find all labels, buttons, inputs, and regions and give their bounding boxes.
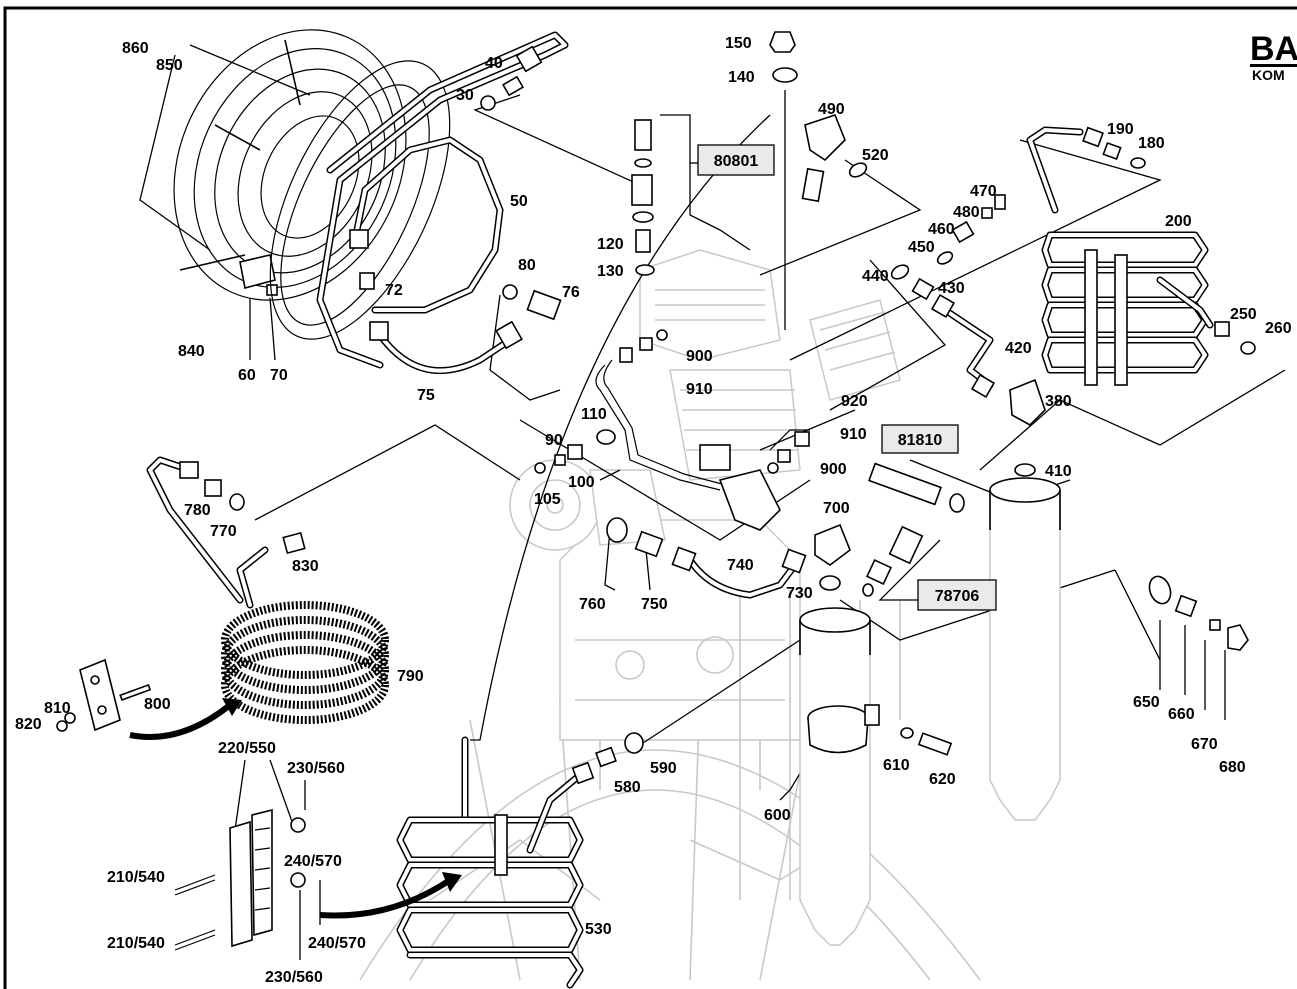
part-label: 790	[397, 668, 424, 685]
reference-boxes: 80801 81810 78706	[697, 144, 997, 611]
part-label: 910	[840, 426, 867, 443]
assembly-parts	[862, 462, 965, 597]
part-label: 600	[764, 807, 791, 824]
middle-pipes	[534, 329, 810, 531]
part-label: 200	[1165, 213, 1192, 230]
cooler-790	[56, 456, 389, 740]
part-label: 440	[862, 268, 889, 285]
ref-box-78706-label: 78706	[935, 588, 980, 605]
top-fittings	[631, 31, 868, 276]
part-label: 650	[1133, 694, 1160, 711]
part-label: 860	[122, 40, 149, 57]
part-label: 30	[456, 87, 474, 104]
part-label: 75	[417, 387, 435, 404]
part-label: 900	[820, 461, 847, 478]
part-label: 580	[614, 779, 641, 796]
part-label: 150	[725, 35, 752, 52]
brand-logo: BA KOM	[1250, 30, 1297, 83]
part-label: 410	[1045, 463, 1072, 480]
part-label: 240/570	[284, 853, 342, 870]
part-label: 90	[545, 432, 563, 449]
part-label: 180	[1138, 135, 1165, 152]
part-label: 820	[15, 716, 42, 733]
part-label: 910	[686, 381, 713, 398]
page-frame	[3, 6, 1297, 989]
part-label: 620	[929, 771, 956, 788]
part-label: 920	[841, 393, 868, 410]
ref-box-80801-label: 80801	[714, 153, 759, 170]
part-label: 210/540	[107, 935, 165, 952]
tube-420	[890, 194, 1046, 426]
right-small-parts	[1148, 575, 1249, 651]
part-label: 72	[385, 282, 403, 299]
filter-housings	[799, 463, 1061, 946]
part-label: 190	[1107, 121, 1134, 138]
part-label: 260	[1265, 320, 1292, 337]
part-label: 250	[1230, 306, 1257, 323]
part-label: 110	[581, 406, 607, 423]
pipe-740	[606, 517, 807, 599]
part-label: 220/550	[218, 740, 276, 757]
part-label: 660	[1168, 706, 1195, 723]
part-label: 120	[597, 236, 624, 253]
part-label: 760	[579, 596, 606, 613]
part-label: 105	[534, 491, 561, 508]
part-label: 800	[144, 696, 171, 713]
part-label: 700	[823, 500, 850, 517]
part-label: 210/540	[107, 869, 165, 886]
part-label: 140	[728, 69, 755, 86]
tube-frame-50	[316, 31, 569, 375]
part-label: 230/560	[265, 969, 323, 986]
ref-box-81810-label: 81810	[898, 432, 943, 449]
part-label: 840	[178, 343, 205, 360]
part-label: 810	[44, 700, 71, 717]
clamp-bars	[174, 808, 306, 951]
part-label: 730	[786, 585, 813, 602]
part-label: 610	[883, 757, 910, 774]
part-label: 240/570	[308, 935, 366, 952]
part-label: 480	[953, 204, 980, 221]
part-label: 460	[928, 221, 955, 238]
part-label: 850	[156, 57, 183, 74]
part-label: 680	[1219, 759, 1246, 776]
leader-lines	[139, 44, 1286, 960]
cooler-530	[319, 732, 644, 989]
part-label: 770	[210, 523, 237, 540]
part-label: 70	[270, 367, 288, 384]
part-label: 60	[238, 367, 256, 384]
part-label: 50	[510, 193, 528, 210]
part-label: 76	[562, 284, 580, 301]
part-label: 530	[585, 921, 612, 938]
part-label: 900	[686, 348, 713, 365]
part-label: 670	[1191, 736, 1218, 753]
part-label: 80	[518, 257, 536, 274]
ref-box-78706	[917, 579, 997, 611]
logo-text-top: BA	[1250, 30, 1297, 68]
cooler-200	[1026, 126, 1256, 386]
background-compressor-ghost	[359, 249, 981, 981]
part-label: 40	[485, 55, 503, 72]
part-label: 470	[970, 183, 997, 200]
part-label: 450	[908, 239, 935, 256]
part-label: 130	[597, 263, 624, 280]
part-label: 750	[641, 596, 668, 613]
logo-text-bottom: KOM	[1252, 67, 1285, 83]
ref-box-81810	[881, 424, 959, 454]
part-label: 380	[1045, 393, 1072, 410]
part-label: 230/560	[287, 760, 345, 777]
part-label: 420	[1005, 340, 1032, 357]
wire-guard	[173, 29, 451, 340]
part-labels: 860 850 40 30 50 72 80 76 75 840 60 70 1…	[15, 35, 1292, 986]
part-label: 490	[818, 101, 845, 118]
ref-box-80801	[697, 144, 775, 176]
part-label: 590	[650, 760, 677, 777]
part-label: 780	[184, 502, 211, 519]
part-label: 740	[727, 557, 754, 574]
part-label: 830	[292, 558, 319, 575]
part-label: 100	[568, 474, 595, 491]
part-label: 520	[862, 147, 889, 164]
part-label: 430	[938, 280, 965, 297]
